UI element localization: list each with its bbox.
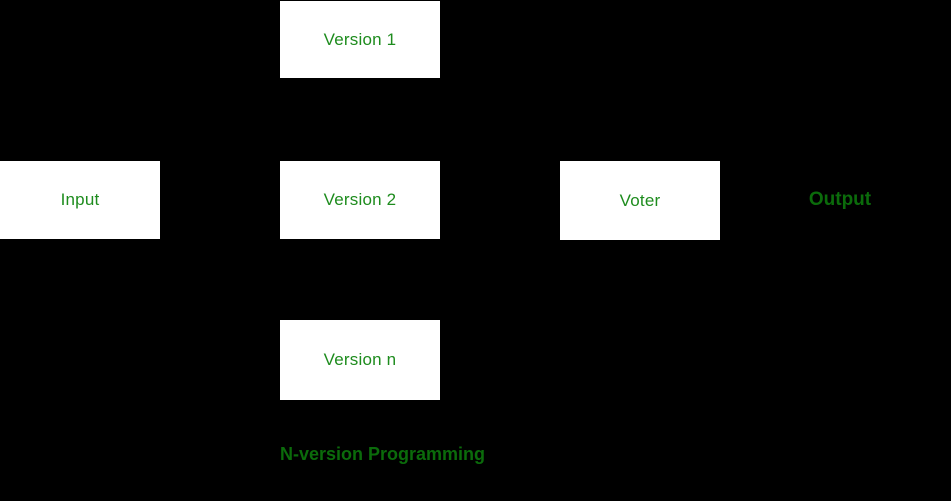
output-label: Output	[808, 189, 872, 210]
diagram-caption: N-version Programming	[280, 444, 486, 464]
version-2-label: Version 2	[323, 190, 397, 209]
version-2-box: Version 2	[280, 161, 440, 239]
version-1-label: Version 1	[323, 29, 397, 49]
voter-label: Voter	[619, 190, 661, 210]
input-box: Input	[0, 161, 160, 239]
version-1-box: Version 1	[280, 1, 440, 78]
version-n-box: Version n	[280, 320, 440, 400]
voter-box: Voter	[560, 161, 720, 240]
input-label: Input	[60, 190, 100, 209]
version-n-label: Version n	[323, 350, 397, 369]
